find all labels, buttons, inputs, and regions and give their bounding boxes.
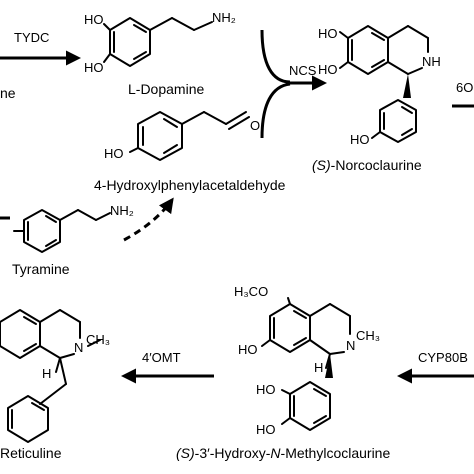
methylcoclaurine-h3co: H₃CO [234,284,268,299]
methylcoclaurine-ho-ring-top: HO [256,382,276,397]
aldehyde-o: O [250,118,260,133]
norcoclaurine-ho-bottom: HO [318,62,338,77]
reticuline-label: Reticuline [0,445,62,461]
ncs-merge-curve-bottom [260,82,291,139]
norcoclaurine-name: -Norcoclaurine [331,157,422,173]
reticuline-structure [0,309,101,443]
dopamine-nh2: NH₂ [212,10,236,25]
tyramine-nh2: NH₂ [110,203,134,218]
reticuline-h: H [42,366,51,381]
enzyme-ncs-label: NCS [289,63,317,78]
dopamine-label: L-Dopamine [128,81,204,97]
reticuline-ch3: CH₃ [86,332,110,347]
aldehyde-structure [129,111,250,161]
enzyme-6omt-label: 6O [456,80,473,95]
norcoclaurine-label: (S)-Norcoclaurine [312,157,422,173]
reticuline-n: N [74,340,83,355]
methylcoclaurine-name-end: -Methylcoclaurine [281,445,391,461]
norcoclaurine-ho-top: HO [318,26,338,41]
methylcoclaurine-ho: HO [238,342,258,357]
methylcoclaurine-label: (S)-3′-Hydroxy-N-Methylcoclaurine [176,445,390,461]
methylcoclaurine-stereo: (S) [176,445,195,461]
ncs-merge-curve-top [260,29,291,84]
methylcoclaurine-ch3: CH₃ [356,328,380,343]
aldehyde-label: 4-Hydroxylphenylacetaldehyde [94,177,286,193]
tyramine-to-aldehyde-dashed-arrow [123,197,174,242]
norcoclaurine-stereo: (S) [312,157,331,173]
enzyme-tydc-label: TYDC [14,30,49,45]
tyramine-structure [0,209,111,253]
norcoclaurine-ho-phenol: HO [350,132,370,147]
tyramine-label: Tyramine [12,261,70,277]
norcoclaurine-nh: NH [422,54,441,69]
dopamine-structure [103,17,213,67]
methylcoclaurine-h: H [314,360,323,375]
left-compound-fragment: ne [0,85,16,101]
enzyme-4omt-label: 4′OMT [142,350,181,365]
methylcoclaurine-n: N [346,338,355,353]
methylcoclaurine-ho-ring-bottom: HO [256,422,276,437]
aldehyde-ho: HO [104,146,124,161]
dopamine-ho-top: HO [84,12,104,27]
methylcoclaurine-n-italic: N [270,445,281,461]
methylcoclaurine-structure [261,297,351,431]
methylcoclaurine-name-mid: -3′-Hydroxy- [195,445,271,461]
norcoclaurine-structure [339,25,429,143]
dopamine-ho-bottom: HO [84,60,104,75]
enzyme-cyp80b-label: CYP80B [418,350,468,365]
